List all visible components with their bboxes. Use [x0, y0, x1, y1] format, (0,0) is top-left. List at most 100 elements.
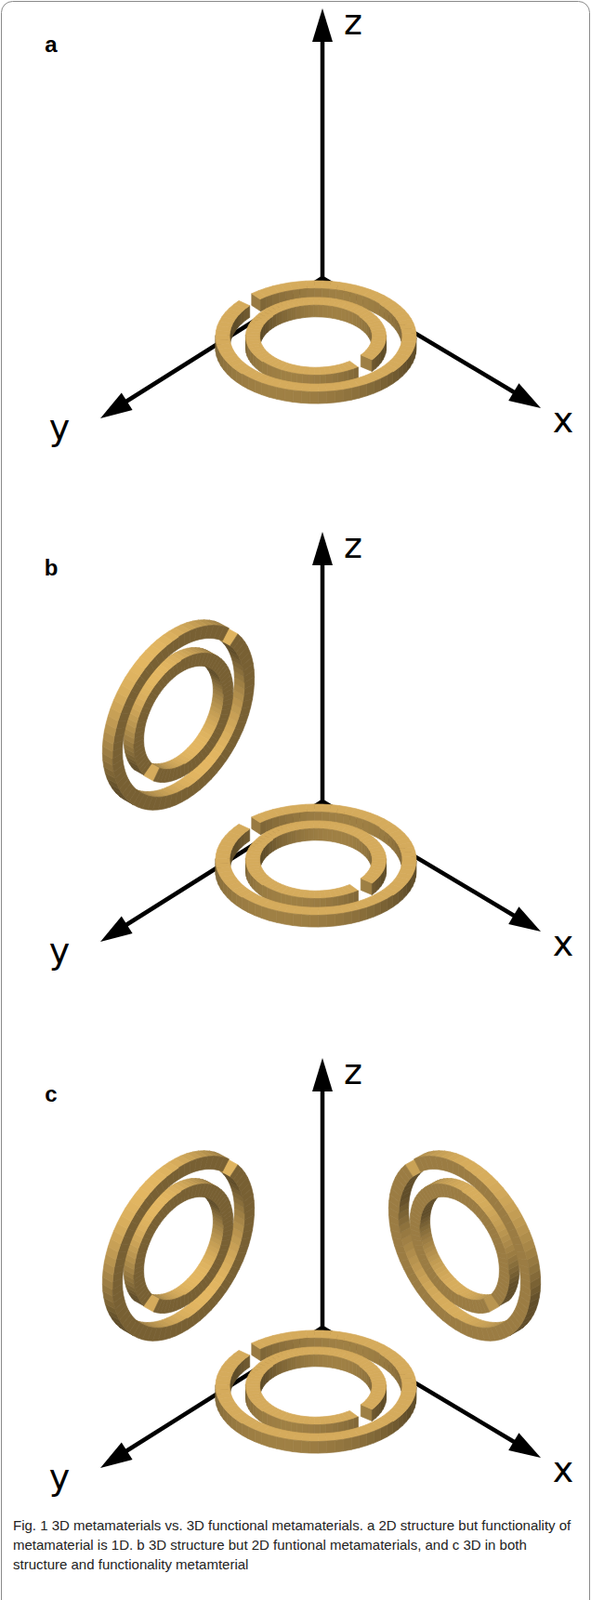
ring-facet: [283, 832, 288, 846]
ring-facet: [262, 382, 270, 397]
ring-facet: [291, 830, 297, 844]
ring-facet: [262, 1431, 270, 1446]
ring-facet: [309, 304, 315, 317]
ring-facet: [349, 1360, 354, 1374]
ring-facet: [295, 306, 301, 320]
ring-facet: [309, 383, 318, 393]
ring-facet: [314, 890, 320, 898]
axes-a: [100, 8, 541, 419]
ring-facet: [402, 855, 417, 861]
ring-facet: [371, 1380, 387, 1385]
ring-facet: [292, 390, 302, 404]
ring-facet: [359, 906, 368, 921]
ring-facet: [304, 828, 310, 841]
ring-facet: [309, 906, 318, 916]
ring-facet: [309, 1353, 315, 1366]
ring-facet: [287, 1357, 291, 1371]
ring-facet: [353, 835, 357, 850]
ring-facet: [242, 1422, 249, 1438]
ring-facet: [292, 1439, 302, 1453]
ring-facet: [401, 328, 417, 334]
ring-facet: [323, 828, 329, 841]
ring-facet: [242, 373, 249, 389]
split-ring: [215, 280, 417, 404]
ring-facet: [262, 1410, 267, 1425]
ring-facet: [345, 1358, 350, 1372]
ring-facet: [242, 896, 249, 912]
ring-facet: [452, 1160, 460, 1176]
axis-label: z: [343, 527, 363, 564]
ring-facet: [368, 821, 375, 836]
ring-facet: [323, 1354, 329, 1367]
ring-facet: [373, 378, 381, 394]
ring-facet: [386, 894, 393, 910]
ring-facet: [153, 767, 162, 782]
ring-facet: [360, 353, 376, 360]
ring-facet: [182, 1317, 189, 1333]
ring-facet: [345, 309, 350, 323]
ring-facet: [380, 898, 388, 914]
ring-facet: [284, 912, 293, 926]
ring-facet: [230, 633, 242, 649]
ring-facet: [120, 1208, 135, 1222]
ring-facet: [183, 1292, 189, 1307]
ring-facet: [337, 307, 342, 321]
ring-facet: [304, 1354, 310, 1367]
ring-facet: [371, 854, 387, 859]
ring-facet: [275, 835, 280, 850]
ring-facet: [367, 381, 375, 396]
ring-facet: [335, 912, 344, 926]
ring-facet: [314, 304, 319, 317]
ring-facet: [309, 827, 315, 841]
ring-facet: [314, 827, 319, 841]
ring-facet: [292, 913, 302, 927]
ring-facet: [318, 827, 324, 841]
ring-facet: [317, 906, 328, 916]
ring-facet: [273, 1363, 276, 1378]
ring-facet: [314, 367, 320, 375]
ring-facet: [120, 677, 135, 691]
ring-facet: [295, 1355, 301, 1369]
ring-facet: [341, 1357, 345, 1371]
ring-facet: [300, 1354, 305, 1367]
ring-facet: [262, 361, 267, 376]
ring-facet: [301, 391, 310, 404]
ring-facet: [355, 1363, 359, 1378]
split-ring: [102, 1150, 254, 1341]
figure-caption: Fig. 1 3D metamaterials vs. 3D functiona…: [13, 1514, 577, 1574]
ring-facet: [248, 1426, 255, 1442]
ring-facet: [345, 832, 350, 846]
ring-facet: [360, 876, 376, 883]
ring-facet: [279, 833, 284, 847]
ring-facet: [343, 1437, 353, 1451]
ring-facet: [327, 390, 336, 403]
ring-facet: [335, 1438, 344, 1452]
ring-facet: [508, 1208, 523, 1222]
ring-facet: [317, 1432, 328, 1442]
ring-facet: [301, 914, 310, 927]
ring-facet: [374, 1350, 381, 1366]
ring-facet: [454, 1292, 460, 1307]
ring-facet: [317, 1440, 327, 1453]
ring-facet: [248, 900, 255, 916]
ring-facet: [351, 909, 359, 924]
ring-facet: [335, 389, 344, 403]
ring-facet: [458, 1163, 465, 1179]
ring-facet: [309, 914, 318, 927]
ring-facet: [291, 307, 297, 321]
ring-facet: [371, 331, 387, 336]
ring-facet: [317, 383, 328, 393]
axis-label: x: [552, 925, 575, 961]
ring-facet: [254, 903, 262, 919]
ring-facet: [308, 1416, 316, 1425]
ring-facet: [182, 787, 189, 802]
ring-facet: [317, 391, 327, 404]
ring-facet: [351, 386, 359, 401]
panel-letter: c: [44, 1082, 57, 1105]
ring-facet: [269, 908, 277, 923]
ring-facet: [301, 383, 311, 393]
ring-facet: [402, 1381, 417, 1387]
panel-letter: b: [44, 556, 59, 579]
ring-facet: [314, 1329, 323, 1339]
ring-facet: [386, 1420, 393, 1436]
